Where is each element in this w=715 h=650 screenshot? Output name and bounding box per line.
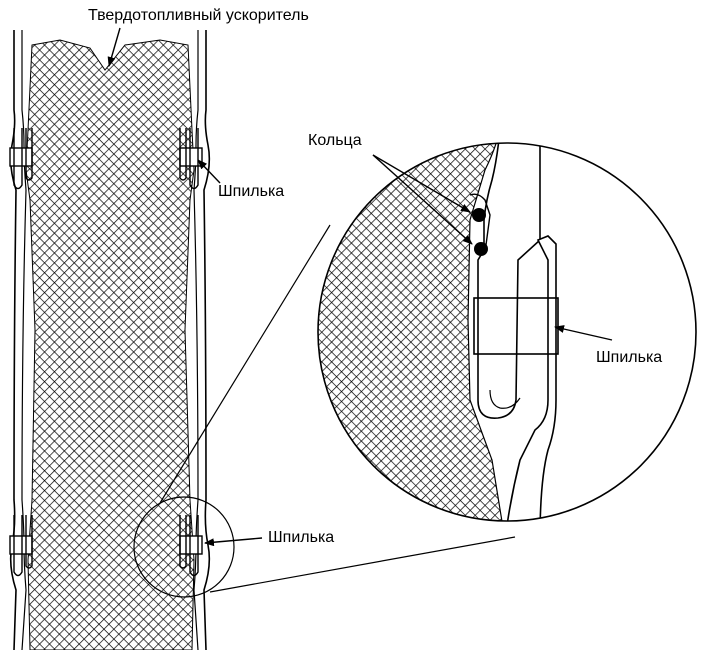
detail-view: [318, 143, 696, 521]
detail-circle-border: [317, 142, 697, 522]
detail-source-circle: [133, 496, 235, 598]
upper-joint-left: [9, 128, 33, 190]
detail-clevis: [504, 235, 557, 521]
magnify-line-bottom: [209, 536, 516, 593]
booster-leader: [107, 27, 121, 67]
detail-tang: [477, 143, 541, 419]
rings-leader-lower: [372, 154, 473, 245]
pin-top-leader: [197, 159, 221, 184]
detail-clevis-inner: [489, 389, 521, 409]
label-booster: Твердотопливный ускоритель: [88, 7, 309, 24]
lower-joint-right: [179, 515, 203, 577]
label-pin-bottom: Шпилька: [268, 529, 335, 546]
lower-joint-left: [9, 515, 33, 577]
label-rings: Кольца: [308, 132, 362, 149]
label-pin-detail: Шпилька: [596, 349, 663, 366]
propellant-grain: [25, 39, 195, 650]
upper-joint-right: [179, 128, 203, 190]
pin-detail-leader: [554, 325, 613, 341]
magnify-line-top: [159, 224, 331, 504]
detail-propellant: [318, 143, 506, 521]
detail-seal-groove: [469, 193, 491, 251]
o-ring-upper: [472, 208, 486, 222]
rings-leader-upper: [372, 154, 471, 213]
case-right-outer: [203, 30, 211, 650]
pin-bottom-leader: [204, 537, 263, 547]
label-pin-top: Шпилька: [218, 183, 285, 200]
o-ring-lower: [474, 242, 488, 256]
